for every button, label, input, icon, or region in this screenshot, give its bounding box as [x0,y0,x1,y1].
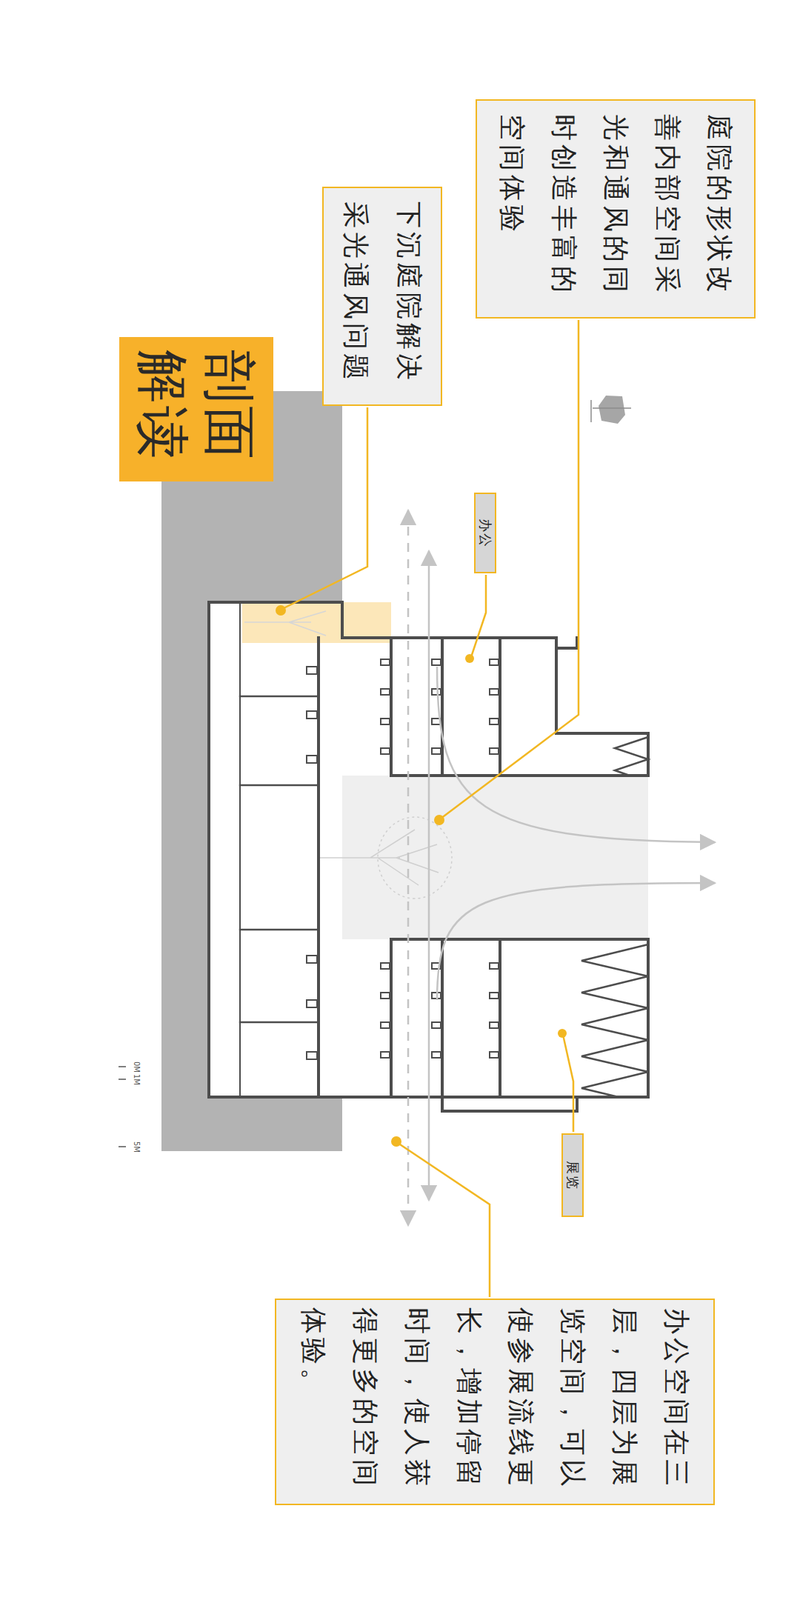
site-marker [591,400,632,423]
tag-text: 展览 [563,1137,582,1213]
scale-bar [118,1066,126,1147]
drawing-part [380,748,390,755]
drawing-part [306,711,318,719]
airflow [408,510,715,1226]
leader-dot [391,1136,402,1147]
ground [161,391,343,1152]
drawing-part [306,755,318,763]
callout-text: 下沉庭院解决采光通风问题 [328,201,436,392]
drawing-part [380,962,390,969]
callout-box: 办公空间在三层，四层为展览空间，可以使参展流线更长，增加停留时间，使人获得更多的… [274,1298,715,1506]
scale-ticks [118,1066,126,1147]
airflow-curve [437,882,715,1000]
callout-text: 办公空间在三层，四层为展览空间，可以使参展流线更长，增加停留时间，使人获得更多的… [287,1307,703,1497]
drawing-part [431,688,441,695]
title-box: 剖面解读 [119,337,274,482]
site-icon [591,395,632,424]
leader-line [562,1034,574,1132]
drawing-part [380,688,390,695]
callout-box: 下沉庭院解决采光通风问题 [322,186,443,406]
drawing-part [380,718,390,725]
drawing-part [489,1051,499,1058]
leader-dots [275,605,567,1147]
leader-line [282,407,368,609]
drawing-part [380,992,390,999]
leader-dot [465,654,475,663]
leader-dot [557,1028,567,1038]
sawtooth [614,737,649,776]
leader-dot [275,605,286,616]
space-tag: 展览 [561,1133,584,1218]
tree-branches [244,611,326,636]
office-fill [318,637,557,776]
cantilever [442,1097,578,1112]
basement-walls [240,696,319,1023]
tree-branches [318,829,439,886]
tree [318,817,452,899]
leader-line [471,574,486,658]
sawtooth [581,944,649,1098]
airflow-curve [437,666,715,843]
drawing-part [431,1022,441,1029]
leaders [282,320,579,1298]
beams [306,659,499,1060]
space-tag: 办公 [474,492,497,574]
drawing-part [489,992,499,999]
drawing-part [489,962,499,969]
drawing-part [489,688,499,695]
drawing-part [431,748,441,755]
leader-line [397,1142,490,1298]
leader-dot [434,814,445,826]
callout-box: 庭院的形状改善内部空间采光和通风的同时创造丰富的空间体验 [475,99,756,319]
drawing-part [431,659,441,666]
drawing-part [489,659,499,666]
parapet [556,637,578,649]
drawing-part [431,1051,441,1058]
airflow-line [428,551,431,1200]
tag-text: 办公 [476,497,495,569]
airflow-dashed [407,510,410,1226]
basement-floor [239,602,241,1098]
drawing-part [306,955,318,963]
leader-line [440,320,579,819]
drawing-part [380,1051,390,1058]
title-text: 剖面解读 [129,349,263,469]
tree [244,611,326,636]
drawing-part [306,1000,318,1008]
ground-slab [317,637,320,1098]
drawing-part [306,666,318,675]
drawing-part [489,718,499,725]
drawing-part [380,659,390,666]
site-shape [598,395,626,424]
tree-crown [377,817,452,899]
exhibit-fill [318,939,649,1098]
drawing-part [306,1051,318,1060]
scale-label: 1M [132,1074,141,1086]
courtyard [318,775,649,940]
drawing-part [489,748,499,755]
drawing-part [489,1022,499,1029]
scale-label: 5M [132,1141,141,1153]
office-wall [342,602,557,638]
scale-label: 0M [132,1061,141,1073]
drawing-part [380,1022,390,1029]
sawtooth-roof [581,737,649,1098]
callout-text: 庭院的形状改善内部空间采光和通风的同时创造丰富的空间体验 [485,114,746,304]
